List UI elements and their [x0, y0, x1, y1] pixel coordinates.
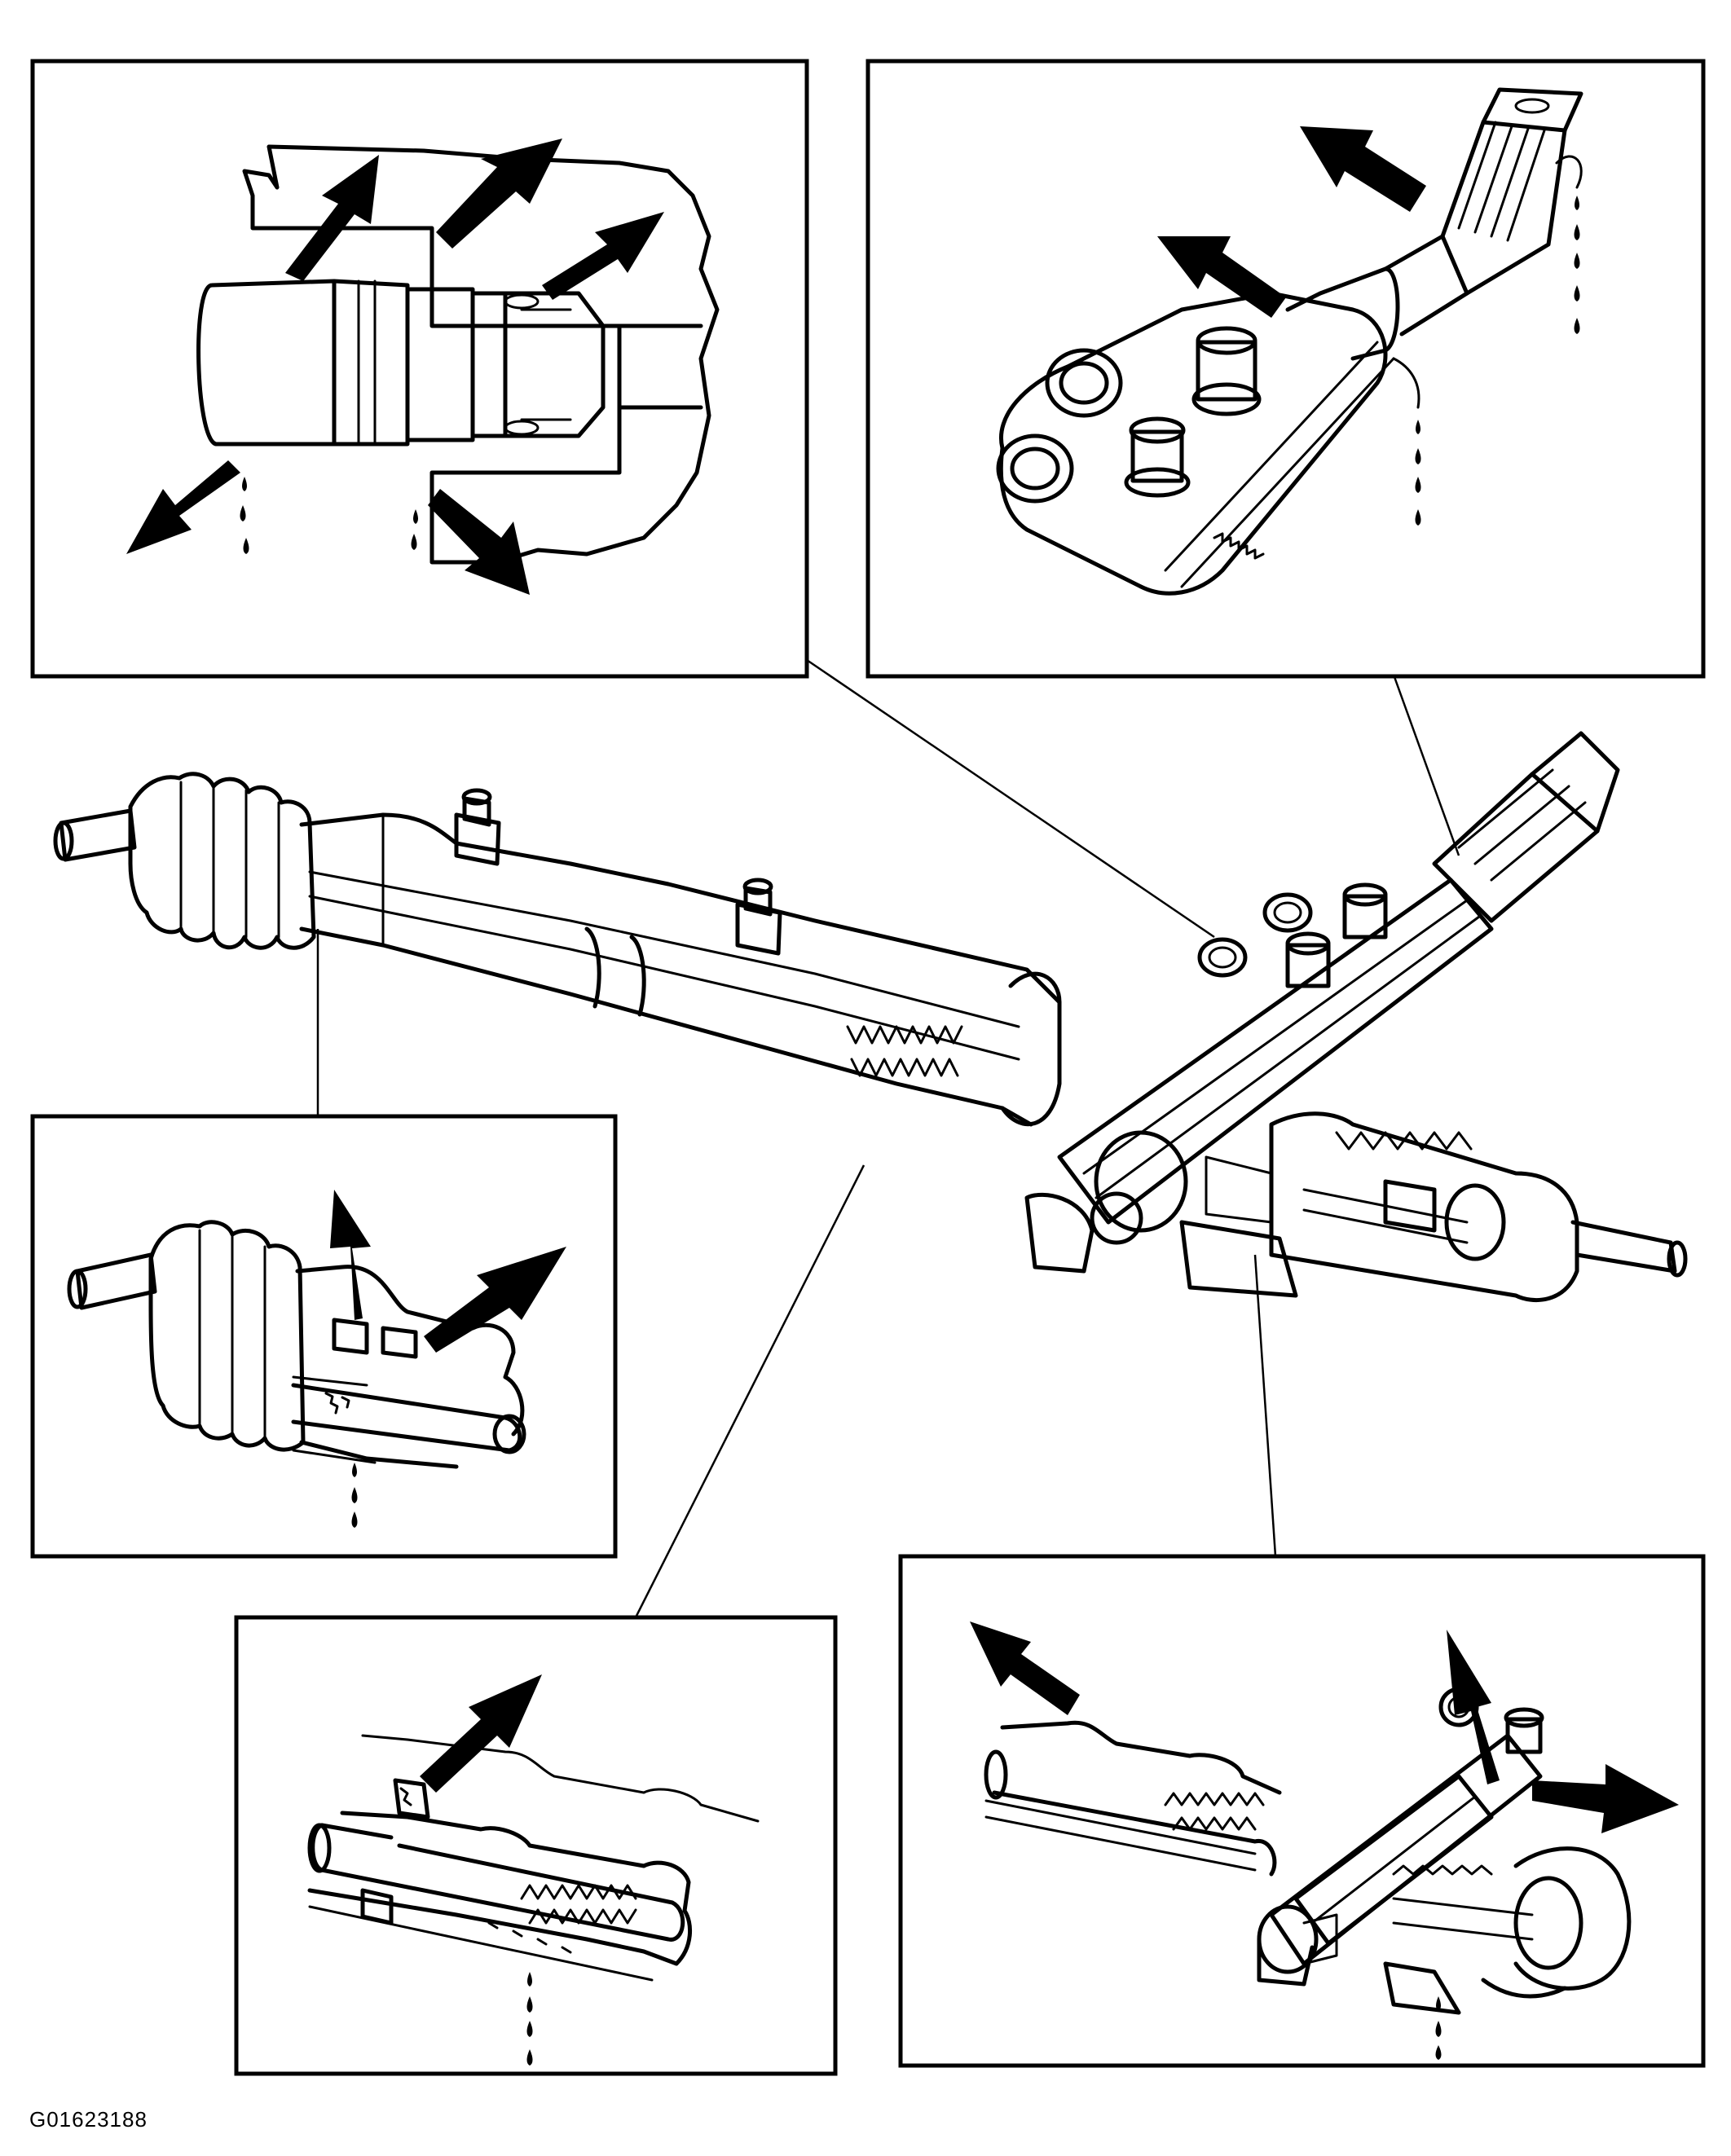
callout-valve-housing-input-shaft [866, 59, 1706, 679]
leader-lines [316, 658, 1460, 1618]
steering-rack-assembly [53, 731, 1688, 1302]
callout-valve-body-cross-section [898, 1554, 1706, 2068]
callout-rack-tube-seal [234, 1615, 838, 2076]
callout-pinion-end-seal [30, 59, 809, 679]
callout-left-boot-rack-end [30, 1114, 618, 1559]
figure-id-label: G01623188 [29, 2107, 148, 2132]
